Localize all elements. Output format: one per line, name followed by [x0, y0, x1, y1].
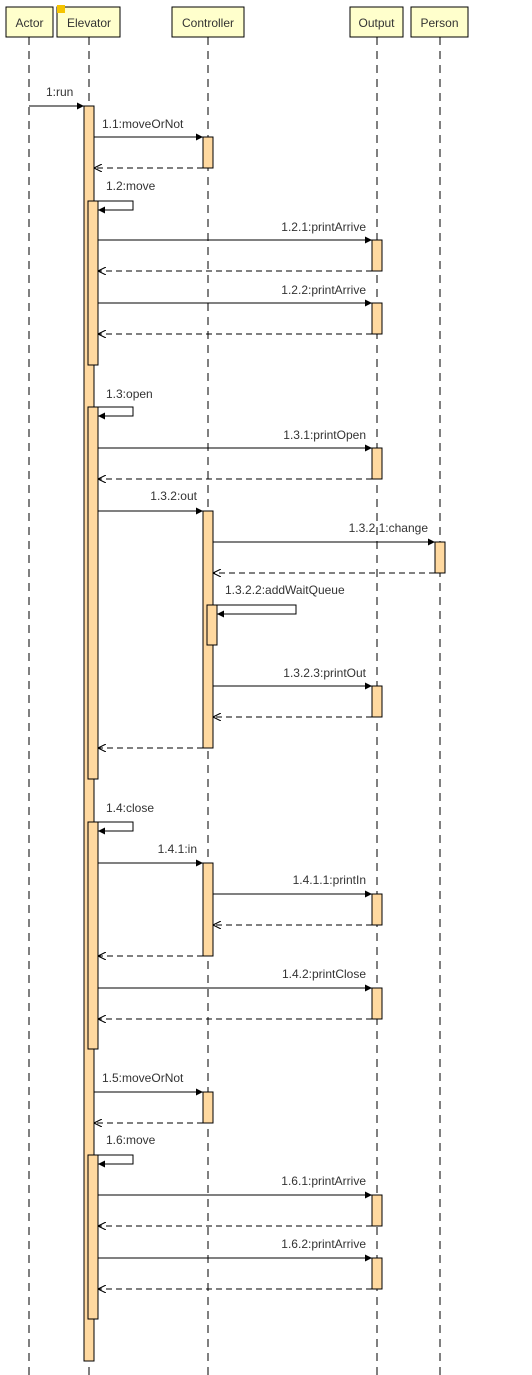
message-1-3-open[interactable]: 1.3:open: [94, 387, 153, 420]
message-label: 1.4:close: [106, 801, 154, 815]
activation-output-printClose[interactable]: [371, 987, 383, 1020]
message-label: 1.3.1:printOpen: [283, 428, 366, 442]
message-1-3-2-3-printOut[interactable]: 1.3.2.3:printOut: [213, 666, 372, 717]
message-label: 1.3.2.2:addWaitQueue: [225, 583, 345, 597]
activation-person-change[interactable]: [434, 541, 446, 574]
participant-label: Controller: [182, 16, 234, 30]
activation-controller-moveOrNot-2[interactable]: [202, 1091, 214, 1124]
activation-elevator-move-2[interactable]: [87, 1154, 99, 1320]
activation-output-printOut[interactable]: [371, 685, 383, 718]
message-1-2-1-printArrive[interactable]: 1.2.1:printArrive: [98, 220, 372, 271]
message-label: 1.6.2:printArrive: [281, 1237, 366, 1251]
message-1-6-1-printArrive[interactable]: 1.6.1:printArrive: [98, 1174, 372, 1226]
message-label: 1:run: [46, 85, 73, 99]
message-label: 1.4.1:in: [158, 842, 197, 856]
activation-output-printOpen[interactable]: [371, 447, 383, 480]
activation-output-printArrive-1[interactable]: [371, 239, 383, 272]
activation-output-printArrive-4[interactable]: [371, 1257, 383, 1290]
message-label: 1.6:move: [106, 1133, 156, 1147]
message-label: 1.4.2:printClose: [282, 967, 366, 981]
message-1-3-1-printOpen[interactable]: 1.3.1:printOpen: [98, 428, 372, 479]
participant-controller[interactable]: Controller: [171, 6, 245, 38]
message-1-3-2-out[interactable]: 1.3.2:out: [98, 489, 203, 748]
participant-headers: Actor Elevator Controller Output Person: [5, 5, 469, 38]
message-1-3-2-1-change[interactable]: 1.3.2.1:change: [213, 521, 435, 573]
message-label: 1.2:move: [106, 179, 156, 193]
activation-elevator-move-1[interactable]: [87, 200, 99, 366]
message-1-2-move[interactable]: 1.2:move: [94, 179, 156, 214]
activation-elevator-open[interactable]: [87, 406, 99, 780]
participant-elevator[interactable]: Elevator: [56, 5, 121, 38]
message-label: 1.4.1.1:printIn: [293, 873, 366, 887]
activation-output-printArrive-3[interactable]: [371, 1194, 383, 1227]
activation-output-printArrive-2[interactable]: [371, 302, 383, 335]
message-label: 1.1:moveOrNot: [102, 117, 184, 131]
message-1-4-1-in[interactable]: 1.4.1:in: [98, 842, 203, 956]
participant-output[interactable]: Output: [349, 6, 404, 38]
message-1-2-2-printArrive[interactable]: 1.2.2:printArrive: [98, 283, 372, 334]
note-marker-icon: [57, 5, 65, 13]
activation-controller-addWaitQueue[interactable]: [206, 604, 218, 646]
message-1-1-moveOrNot[interactable]: 1.1:moveOrNot: [94, 117, 203, 168]
participant-label: Actor: [15, 16, 43, 30]
activation-controller-in[interactable]: [202, 862, 214, 957]
message-label: 1.3.2.3:printOut: [283, 666, 366, 680]
participant-actor[interactable]: Actor: [5, 6, 54, 38]
message-1-4-2-printClose[interactable]: 1.4.2:printClose: [98, 967, 372, 1019]
participant-label: Elevator: [67, 16, 111, 30]
activation-output-printIn[interactable]: [371, 893, 383, 926]
message-label: 1.2.1:printArrive: [281, 220, 366, 234]
activation-elevator-close[interactable]: [87, 821, 99, 1050]
message-1-4-close[interactable]: 1.4:close: [94, 801, 154, 835]
message-1-6-move[interactable]: 1.6:move: [94, 1133, 156, 1168]
activation-controller-moveOrNot-1[interactable]: [202, 136, 214, 169]
message-label: 1.2.2:printArrive: [281, 283, 366, 297]
message-1-5-moveOrNot[interactable]: 1.5:moveOrNot: [94, 1071, 203, 1123]
participant-label: Person: [420, 16, 458, 30]
participant-label: Output: [358, 16, 395, 30]
activations: [83, 105, 446, 1362]
messages: 1:run 1.1:moveOrNot 1.2:move 1.2.1:print…: [29, 85, 435, 1289]
message-label: 1.3.2:out: [150, 489, 197, 503]
message-label: 1.5:moveOrNot: [102, 1071, 184, 1085]
message-label: 1.6.1:printArrive: [281, 1174, 366, 1188]
message-label: 1.3.2.1:change: [349, 521, 429, 535]
message-1-run[interactable]: 1:run: [29, 85, 84, 110]
message-1-4-1-1-printIn[interactable]: 1.4.1.1:printIn: [213, 873, 372, 925]
message-1-6-2-printArrive[interactable]: 1.6.2:printArrive: [98, 1237, 372, 1289]
message-1-3-2-2-addWaitQueue[interactable]: 1.3.2.2:addWaitQueue: [213, 583, 345, 618]
participant-person[interactable]: Person: [410, 6, 469, 38]
message-label: 1.3:open: [106, 387, 153, 401]
